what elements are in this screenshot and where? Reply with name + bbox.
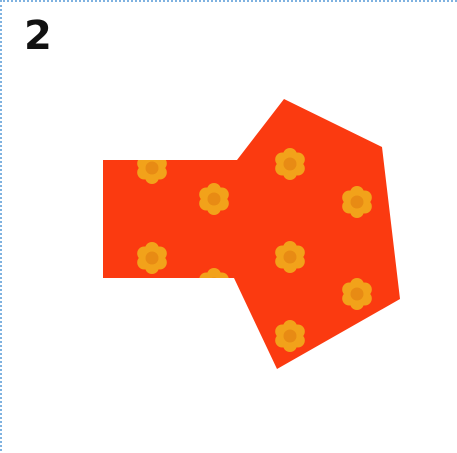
red-composite-shape xyxy=(103,99,400,369)
